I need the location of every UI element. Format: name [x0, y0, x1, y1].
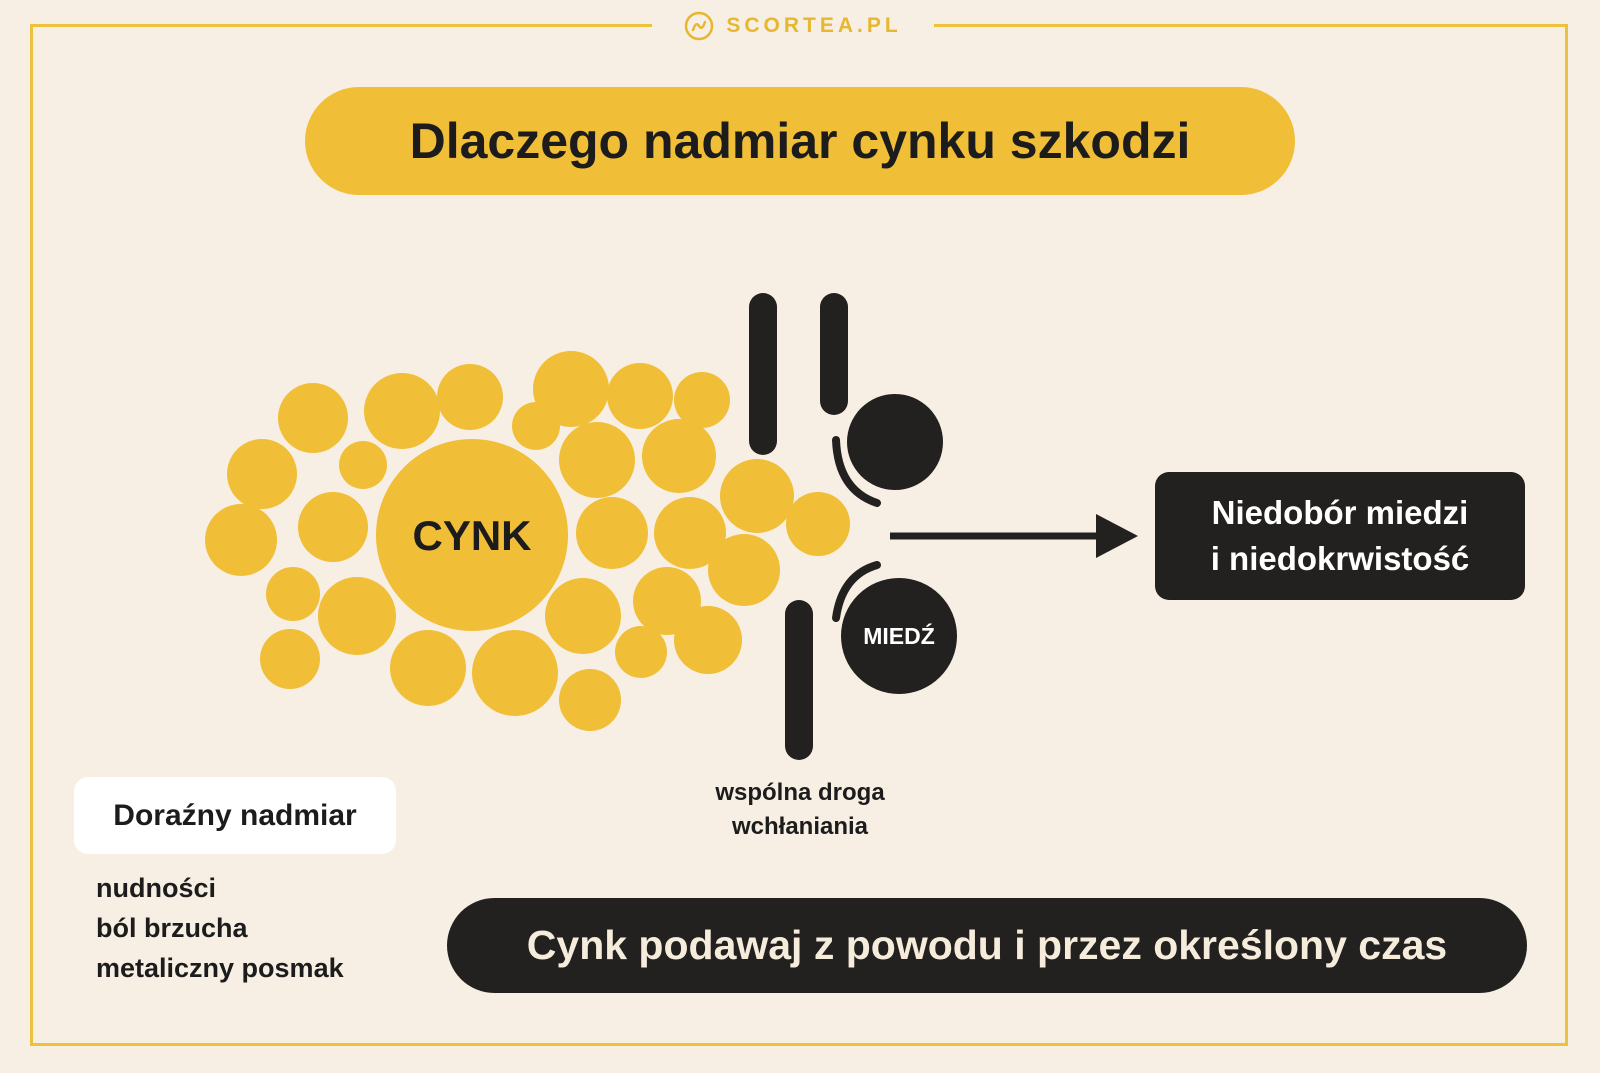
page-title: Dlaczego nadmiar cynku szkodzi: [409, 113, 1191, 169]
route-label-line-2: wchłaniania: [731, 813, 869, 840]
zinc-particle: [266, 567, 320, 621]
acute-excess-box: Doraźny nadmiar: [74, 777, 396, 854]
zinc-particle-large: [376, 439, 568, 631]
zinc-label: CYNK: [412, 512, 531, 559]
zinc-particle: [674, 606, 742, 674]
zinc-particle: [278, 383, 348, 453]
zinc-particle: [559, 669, 621, 731]
zinc-particle: [472, 630, 558, 716]
zinc-particle: [437, 364, 503, 430]
symptom-item: ból brzucha: [96, 913, 248, 943]
copper-label: MIEDŹ: [863, 622, 935, 649]
zinc-particle: [364, 373, 440, 449]
channel-arc-lower: [832, 561, 881, 622]
zinc-particle: [545, 578, 621, 654]
channel-wall-lower: [785, 600, 813, 760]
zinc-particle: [720, 459, 794, 533]
absorption-channel: [749, 293, 881, 760]
brand-name: SCORTEA.PL: [726, 14, 902, 37]
channel-wall-upper-right: [820, 293, 848, 415]
zinc-particle: [576, 497, 648, 569]
zinc-particle: [607, 363, 673, 429]
zinc-particle: [227, 439, 297, 509]
footer-banner: Cynk podawaj z powodu i przez określony …: [447, 898, 1527, 993]
zinc-particle: [205, 504, 277, 576]
zinc-particle: [786, 492, 850, 556]
copper-particle-upper: [847, 394, 943, 490]
zinc-particle: [512, 402, 560, 450]
result-arrow: [890, 514, 1138, 558]
zinc-particle-cluster: [205, 351, 850, 731]
zinc-particle: [674, 372, 730, 428]
zinc-particle: [260, 629, 320, 689]
zinc-particle: [559, 422, 635, 498]
symptom-list: nudności ból brzucha metaliczny posmak: [96, 868, 344, 988]
route-label-line-1: wspólna droga: [715, 779, 885, 806]
channel-arc-upper: [832, 436, 881, 507]
zinc-particle: [642, 419, 716, 493]
zinc-particle: [318, 577, 396, 655]
symptom-item: metaliczny posmak: [96, 953, 344, 983]
brand-header: SCORTEA.PL: [652, 8, 934, 44]
acute-heading: Doraźny nadmiar: [113, 798, 357, 832]
copper-particle: [841, 578, 957, 694]
arrow-head: [1096, 514, 1138, 558]
symptom-item: nudności: [96, 873, 216, 903]
zinc-particle: [390, 630, 466, 706]
zinc-particle: [615, 626, 667, 678]
title-banner: Dlaczego nadmiar cynku szkodzi: [305, 87, 1295, 195]
result-line-1: Niedobór miedzi: [1211, 494, 1469, 531]
zinc-particle: [298, 492, 368, 562]
zinc-particle: [339, 441, 387, 489]
zinc-particle: [708, 534, 780, 606]
zinc-particle: [654, 497, 726, 569]
channel-wall-upper-left: [749, 293, 777, 455]
footer-message: Cynk podawaj z powodu i przez określony …: [526, 922, 1448, 968]
scortea-swirl-icon: [685, 11, 714, 41]
result-box: Niedobór miedzi i niedokrwistość: [1155, 472, 1525, 600]
result-line-2: i niedokrwistość: [1210, 540, 1470, 577]
route-label: wspólna droga wchłaniania: [680, 776, 920, 844]
zinc-particle: [533, 351, 609, 427]
